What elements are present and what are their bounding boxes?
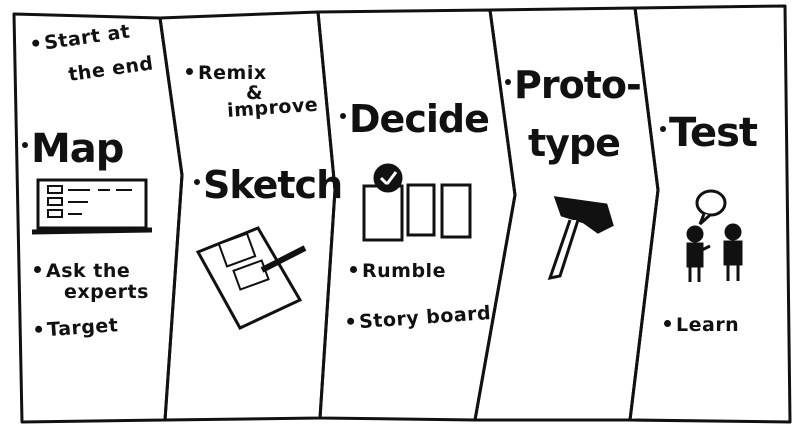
decide-title: Decide: [340, 97, 490, 141]
sketch-bullet-remix-text: Remix: [198, 62, 267, 84]
test-title-text: Test: [669, 110, 758, 156]
bullet-dot: [31, 39, 40, 48]
map-title: Map: [22, 126, 124, 172]
bullet-dot: [34, 325, 43, 334]
map-bullet-experts: Ask the: [34, 260, 131, 282]
bullet-dot: [350, 266, 357, 273]
test-people-icon: [686, 189, 743, 282]
map-bullet-experts-line1: Ask the: [46, 260, 131, 282]
bullet-dot: [660, 126, 666, 132]
decide-cards-icon: [362, 163, 472, 242]
sketch-bullet-amp: &: [246, 82, 264, 104]
bullet-dot: [34, 266, 41, 273]
map-bullet-experts-line2: experts: [64, 281, 149, 303]
bullet-dot: [22, 142, 28, 148]
sketch-title: Sketch: [194, 163, 343, 207]
prototype-title-line1: Proto-: [505, 63, 642, 107]
prototype-title-line2: type: [528, 121, 621, 165]
test-bullet-learn: Learn: [664, 314, 740, 336]
prototype-title-line1-text: Proto-: [514, 63, 642, 107]
bullet-dot: [194, 178, 200, 185]
bullet-dot: [340, 112, 346, 119]
bullet-dot: [346, 317, 355, 326]
test-title: Test: [660, 110, 758, 156]
sketch-title-text: Sketch: [203, 163, 343, 207]
bullet-dot: [186, 68, 193, 75]
map-title-text: Map: [31, 126, 124, 172]
decide-title-text: Decide: [349, 97, 490, 141]
panel-test: [628, 4, 792, 424]
test-bullet-learn-text: Learn: [676, 314, 740, 336]
sketch-paper-icon: [195, 226, 307, 330]
bullet-dot: [664, 320, 671, 327]
decide-bullet-rumble-text: Rumble: [362, 260, 446, 282]
hammer-icon: [547, 196, 614, 280]
sketch-bullet-remix: Remix: [186, 62, 267, 84]
decide-bullet-rumble: Rumble: [350, 260, 446, 282]
bullet-dot: [505, 78, 511, 85]
whiteboard-icon: [31, 178, 153, 235]
